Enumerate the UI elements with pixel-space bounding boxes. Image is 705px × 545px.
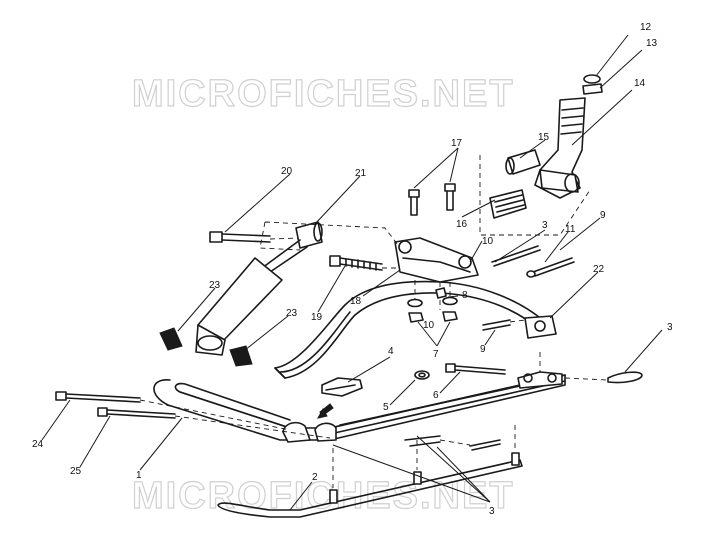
callout-9-upper: 9	[600, 210, 606, 221]
front-bolts	[55, 391, 331, 439]
callout-2: 2	[312, 472, 318, 483]
callout-7: 7	[433, 349, 439, 360]
shock-absorber	[195, 221, 399, 356]
wear-bar	[217, 425, 523, 518]
steering-spindle	[534, 74, 603, 199]
spindle-bracket	[394, 237, 479, 310]
callout-25: 25	[70, 466, 82, 477]
watermark-top: MICROFICHES.NET	[132, 73, 515, 115]
callout-9-lower: 9	[480, 344, 486, 355]
callout-12: 12	[640, 22, 652, 33]
callout-3-bottom: 3	[489, 506, 495, 517]
callout-20: 20	[281, 166, 293, 177]
bump-stops	[159, 327, 253, 367]
callout-23-left: 23	[209, 280, 221, 291]
callout-8: 8	[462, 290, 468, 301]
callout-13: 13	[646, 38, 658, 49]
callout-labels: 1 2 3 3 3 4 5 6 7 8 9 9 10 10 11 12 13 1…	[32, 22, 673, 517]
callout-16: 16	[456, 219, 468, 230]
ski-hardware	[404, 363, 506, 451]
callout-5: 5	[383, 402, 389, 413]
pins	[482, 245, 643, 384]
bracket-bolts	[408, 183, 456, 216]
callout-15: 15	[538, 132, 550, 143]
callout-17: 17	[451, 138, 463, 149]
callout-10-lower: 10	[423, 320, 435, 331]
callout-24: 24	[32, 439, 44, 450]
callout-10-upper: 10	[482, 236, 494, 247]
callout-3-right: 3	[667, 322, 673, 333]
watermark-bottom: MICROFICHES.NET	[132, 475, 515, 517]
callout-19: 19	[311, 312, 323, 323]
callout-4: 4	[388, 346, 394, 357]
callout-21: 21	[355, 168, 367, 179]
washers-nuts	[407, 280, 458, 323]
callout-1: 1	[136, 470, 142, 481]
callout-3-upper: 3	[542, 220, 548, 231]
callout-11: 11	[565, 224, 576, 235]
clip	[317, 377, 363, 419]
callout-18: 18	[350, 296, 362, 307]
callout-23-right: 23	[286, 308, 298, 319]
ski	[153, 352, 566, 443]
bushings	[479, 149, 591, 236]
spindle-arch	[274, 280, 557, 379]
callout-22: 22	[593, 264, 605, 275]
callout-14: 14	[634, 78, 646, 89]
leader-lines	[41, 34, 663, 511]
callout-6: 6	[433, 390, 439, 401]
